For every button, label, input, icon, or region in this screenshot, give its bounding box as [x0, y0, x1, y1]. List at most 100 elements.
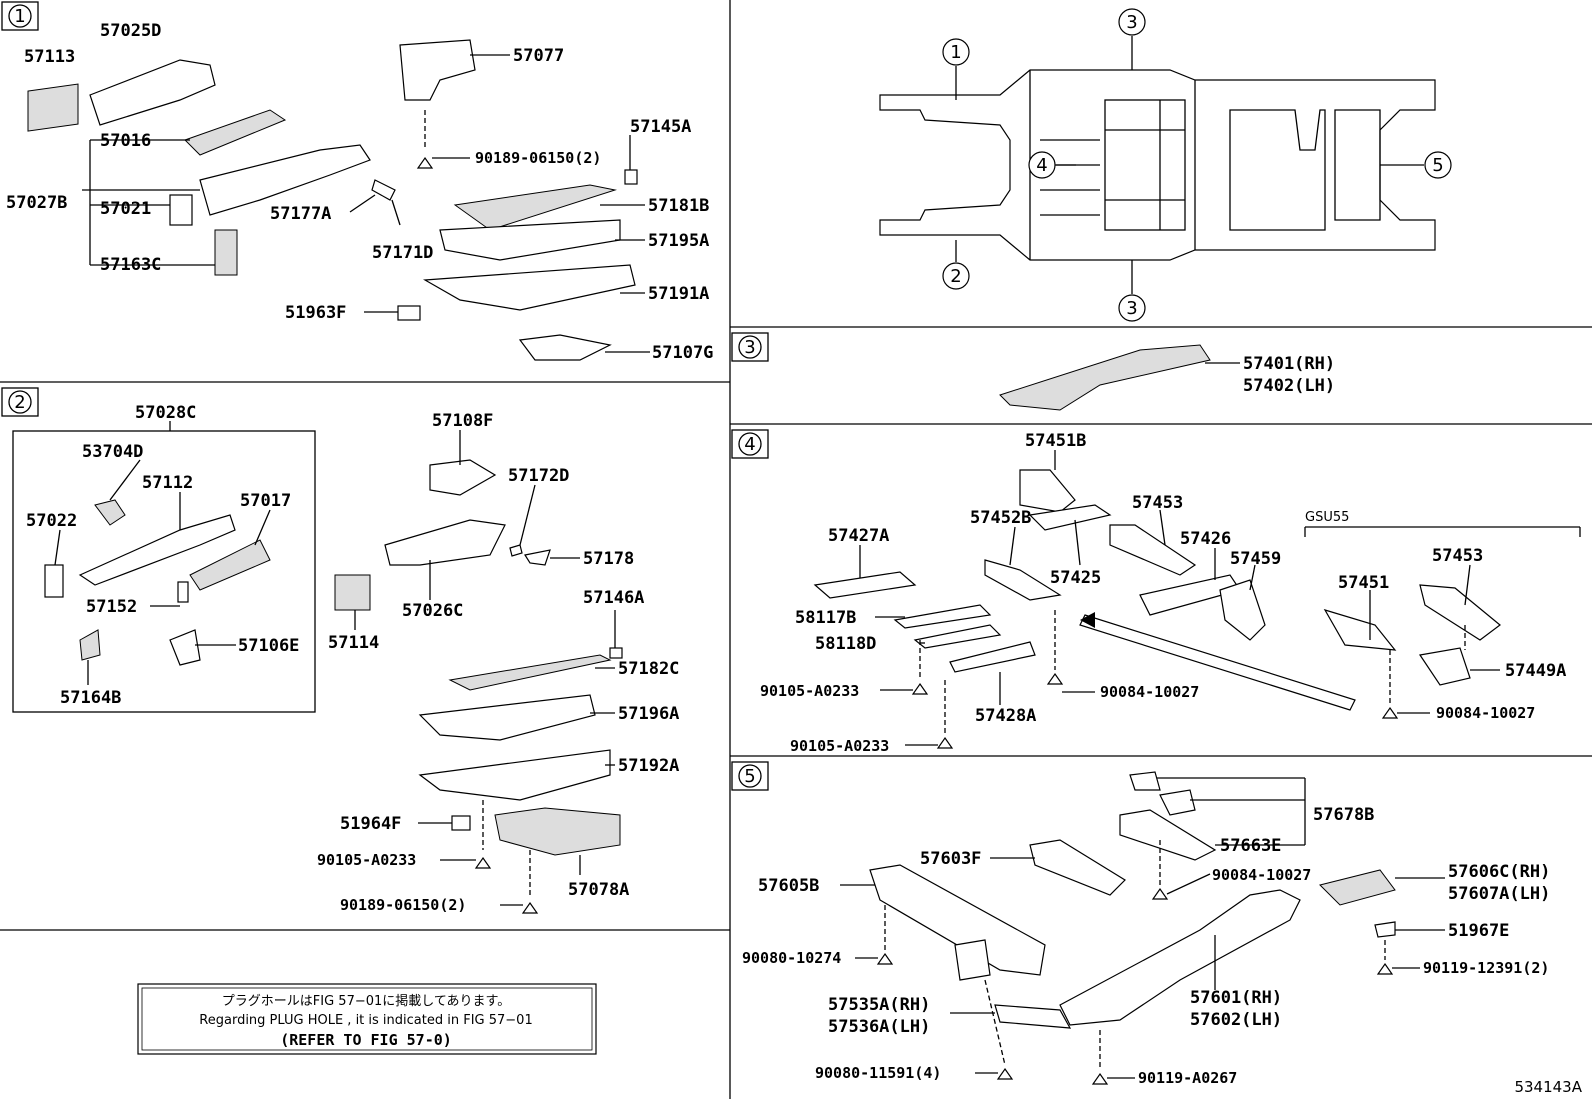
part-label: 57601(RH) — [1190, 988, 1282, 1008]
part-label: 57602(LH) — [1190, 1010, 1282, 1030]
section-2-leaders — [54, 421, 616, 906]
part-label: 57191A — [648, 284, 709, 304]
svg-text:1: 1 — [14, 6, 25, 27]
svg-text:2: 2 — [950, 266, 961, 287]
part-label: 57017 — [240, 491, 291, 511]
part-label: 57113 — [24, 47, 75, 67]
svg-text:2: 2 — [14, 392, 25, 413]
section-4-parts — [813, 469, 1581, 749]
part-label: 57112 — [142, 473, 193, 493]
svg-text:3: 3 — [1126, 12, 1137, 33]
part-label: 90105-A0233 — [790, 737, 889, 755]
section-5-leaders — [840, 777, 1445, 1079]
part-label: 57025D — [100, 21, 161, 41]
part-label: 57022 — [26, 511, 77, 531]
part-label: 90119-12391(2) — [1423, 959, 1549, 977]
part-label: 57177A — [270, 204, 331, 224]
section-5-labels: 57678B 57663E 57603F 90084-10027 57605B … — [742, 805, 1550, 1087]
part-label: 57451 — [1338, 573, 1389, 593]
part-label: 90080-10274 — [742, 949, 841, 967]
part-label: 57195A — [648, 231, 709, 251]
part-label: 57607A(LH) — [1448, 884, 1550, 904]
part-label: 57026C — [402, 601, 463, 621]
part-label: 57451B — [1025, 431, 1086, 451]
part-label: 57606C(RH) — [1448, 862, 1550, 882]
section-5-parts — [869, 771, 1396, 1085]
part-label: 51967E — [1448, 921, 1509, 941]
part-label: 90080-11591(4) — [815, 1064, 941, 1082]
section-marker-1: 1 — [1, 1, 39, 31]
svg-text:4: 4 — [744, 434, 755, 455]
part-label: 57663E — [1220, 836, 1281, 856]
part-label: 57146A — [583, 588, 644, 608]
part-label: 57401(RH) — [1243, 354, 1335, 374]
part-label: 57459 — [1230, 549, 1281, 569]
part-label: 57107G — [652, 343, 713, 363]
part-label: 57108F — [432, 411, 493, 431]
part-label: 57078A — [568, 880, 629, 900]
section-2-parts — [12, 430, 623, 914]
part-label: 57171D — [372, 243, 433, 263]
section-marker-2: 2 — [1, 387, 39, 417]
section-1-parts — [27, 39, 638, 361]
part-label: 90119-A0267 — [1138, 1069, 1237, 1087]
part-label: 57152 — [86, 597, 137, 617]
part-label: 57426 — [1180, 529, 1231, 549]
svg-text:4: 4 — [1036, 155, 1047, 176]
part-label: 90189-06150(2) — [340, 896, 466, 914]
part-label: 57535A(RH) — [828, 995, 930, 1015]
svg-text:5: 5 — [744, 766, 755, 787]
figure-id: 534143A — [1514, 1078, 1582, 1096]
part-label: 57145A — [630, 117, 691, 137]
plug-hole-note: プラグホールはFIG 57−01に掲載してあります。 Regarding PLU… — [137, 983, 597, 1055]
part-label: 57192A — [618, 756, 679, 776]
part-label: 57027B — [6, 193, 67, 213]
part-label: 57427A — [828, 526, 889, 546]
part-label: 57453 — [1132, 493, 1183, 513]
part-label: 57106E — [238, 636, 299, 656]
part-label: 90105-A0233 — [317, 851, 416, 869]
part-label: 57425 — [1050, 568, 1101, 588]
svg-text:3: 3 — [744, 337, 755, 358]
part-label: 57428A — [975, 706, 1036, 726]
frame-overview — [879, 69, 1436, 261]
part-label: 90105-A0233 — [760, 682, 859, 700]
part-label: 57536A(LH) — [828, 1017, 930, 1037]
section-marker-3: 3 — [731, 332, 769, 362]
svg-text:3: 3 — [1126, 298, 1137, 319]
part-label: 57182C — [618, 659, 679, 679]
part-label: 57181B — [648, 196, 709, 216]
svg-text:(REFER TO FIG 57-0): (REFER TO FIG 57-0) — [280, 1031, 452, 1049]
svg-text:1: 1 — [950, 42, 961, 63]
part-label: 57453 — [1432, 546, 1483, 566]
part-label: 57678B — [1313, 805, 1374, 825]
part-label: 57021 — [100, 199, 151, 219]
part-label: 57172D — [508, 466, 569, 486]
part-label: 57163C — [100, 255, 161, 275]
section-1-labels: 57113 57025D 57077 57016 57145A 57027B 5… — [6, 21, 713, 363]
part-label: 57114 — [328, 633, 379, 653]
part-label: 58118D — [815, 634, 876, 654]
section-marker-4: 4 — [731, 429, 769, 459]
section-4-labels: 57451B 57453 57452B 57426 57427A 57425 5… — [760, 431, 1566, 755]
part-label: 57452B — [970, 508, 1031, 528]
section-4-leaders — [859, 450, 1500, 746]
part-label: 57077 — [513, 46, 564, 66]
part-label: 57605B — [758, 876, 819, 896]
gsu-label: GSU55 — [1305, 510, 1349, 525]
part-label: 90084-10027 — [1436, 704, 1535, 722]
part-label: 57164B — [60, 688, 121, 708]
svg-text:プラグホールはFIG 57−01に掲載してあります。: プラグホールはFIG 57−01に掲載してあります。 — [222, 993, 510, 1009]
part-label: 57196A — [618, 704, 679, 724]
part-label: 57449A — [1505, 661, 1566, 681]
part-label: 57178 — [583, 549, 634, 569]
svg-text:5: 5 — [1432, 155, 1443, 176]
part-label: 90189-06150(2) — [475, 149, 601, 167]
part-label: 90084-10027 — [1212, 866, 1311, 884]
section-marker-5: 5 — [731, 761, 769, 791]
section-3-labels: 57401(RH) 57402(LH) — [1243, 354, 1335, 396]
part-label: 57402(LH) — [1243, 376, 1335, 396]
overview-callouts: 1 2 3 3 4 5 — [942, 8, 1452, 322]
part-label: 58117B — [795, 608, 856, 628]
